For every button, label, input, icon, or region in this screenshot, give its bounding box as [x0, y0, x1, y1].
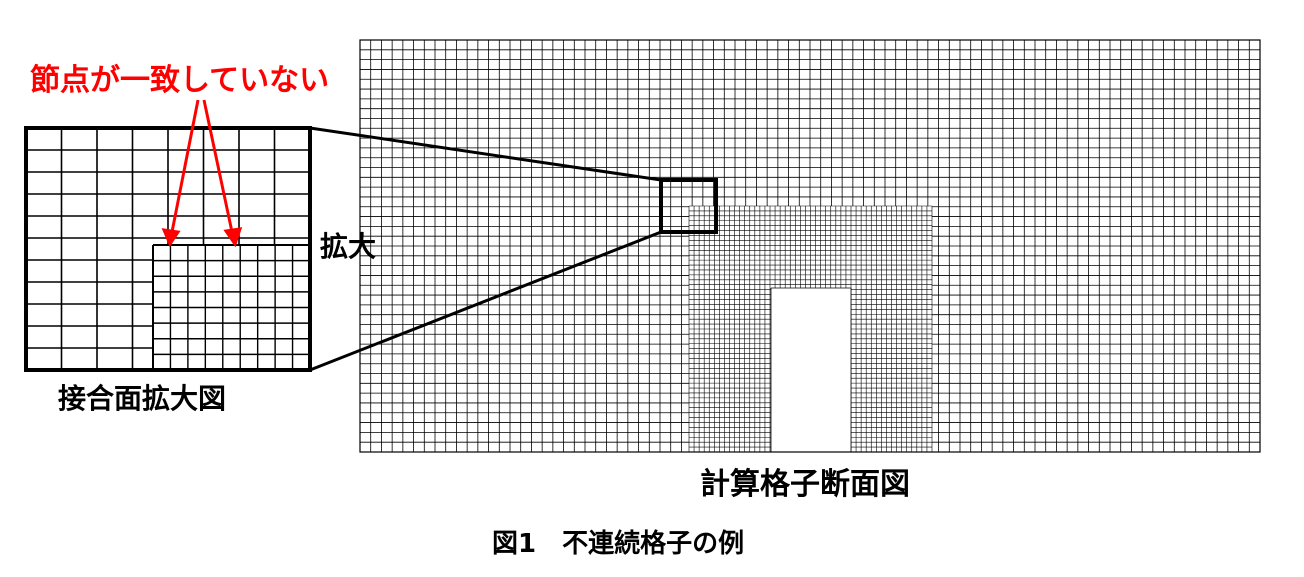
zoom-region-box	[659, 178, 718, 234]
fine-grid-left-pillar	[688, 205, 933, 453]
zoom-label: 拡大	[320, 230, 376, 263]
zoom-connector-bottom	[309, 230, 662, 372]
grid-section-label: 計算格子断面図	[700, 467, 910, 502]
zoom-connector-top	[309, 126, 662, 182]
zoom-view-frame	[24, 126, 312, 372]
arrow-left-shaft	[170, 99, 200, 233]
interface-zoom-view	[24, 126, 312, 372]
arrow-right-head	[223, 227, 243, 248]
mismatch-arrows	[161, 99, 243, 248]
grid-outline	[359, 39, 1261, 453]
zoom-coarse-cells	[25, 127, 311, 371]
figure-caption: 図1 不連続格子の例	[492, 528, 744, 559]
opening	[771, 288, 851, 452]
arrow-right-shaft	[202, 99, 234, 233]
computational-grid	[359, 39, 1261, 453]
arrow-left-head	[161, 228, 181, 248]
mismatch-label: 節点が一致していない	[30, 63, 329, 98]
interface-zoom-label: 接合面拡大図	[58, 382, 226, 415]
zoom-fine-cells	[152, 244, 311, 371]
